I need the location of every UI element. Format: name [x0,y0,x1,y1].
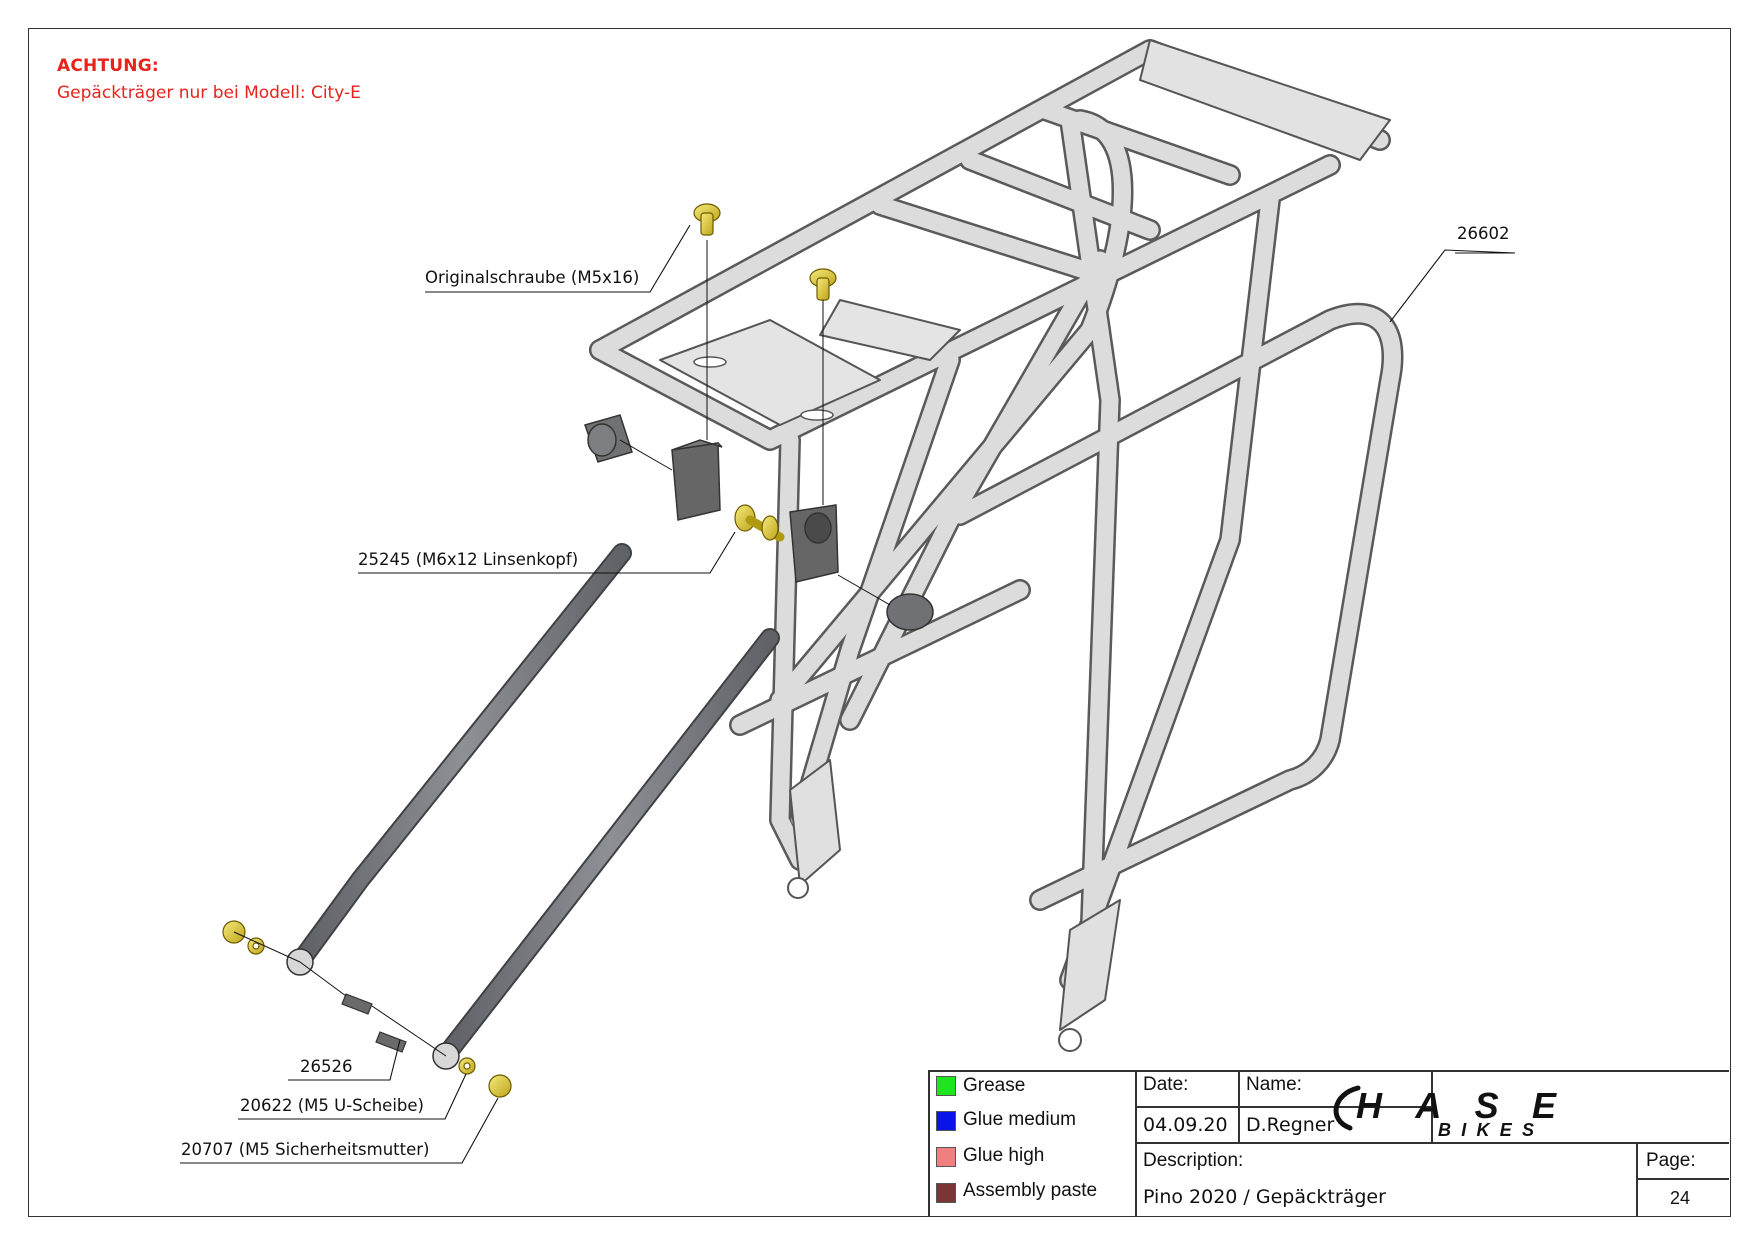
date-label: Date: [1143,1074,1189,1095]
name-label: Name: [1246,1074,1302,1095]
warning-text: Gepäckträger nur bei Modell: City-E [57,83,361,103]
legend-swatch-glue-medium [936,1111,956,1131]
callout-26602: 26602 [1457,224,1510,243]
callout-20622: 20622 (M5 U-Scheibe) [240,1096,424,1115]
description-value: Pino 2020 / Gepäckträger [1143,1186,1386,1208]
legend-label-assembly-paste: Assembly paste [963,1180,1098,1201]
hardware-screws [222,203,837,1098]
drawing-frame [28,28,1731,1217]
name-value: D.Regner [1246,1114,1335,1136]
legend-swatch-glue-high [936,1147,956,1167]
callout-26526: 26526 [300,1057,353,1076]
hase-bikes-logo: HASE BIKES [1328,1080,1578,1140]
legend-label-glue-high: Glue high [963,1145,1045,1166]
clamp-blocks [584,414,934,631]
page-label: Page: [1646,1150,1696,1171]
legend-label-glue-medium: Glue medium [963,1109,1076,1130]
callout-originalschraube: Originalschraube (M5x16) [425,268,640,287]
callout-leaders [180,224,1516,1164]
callout-20707: 20707 (M5 Sicherheitsmutter) [181,1140,430,1159]
warning-title: ACHTUNG: [57,56,159,76]
rack-26602 [589,39,1404,1052]
legend-swatch-assembly-paste [936,1183,956,1203]
legend-label-grease: Grease [963,1075,1026,1096]
svg-text:BIKES: BIKES [1438,1120,1538,1140]
legend-swatch-grease [936,1076,956,1096]
support-struts [286,543,780,1070]
title-block: Grease Glue medium Glue high Assembly pa… [928,1070,1729,1217]
assembly-guide-lines [233,240,891,1057]
description-label: Description: [1143,1150,1244,1171]
callout-25245: 25245 (M6x12 Linsenkopf) [358,550,579,569]
page-number: 24 [1670,1188,1691,1208]
date-value: 04.09.20 [1143,1114,1228,1136]
